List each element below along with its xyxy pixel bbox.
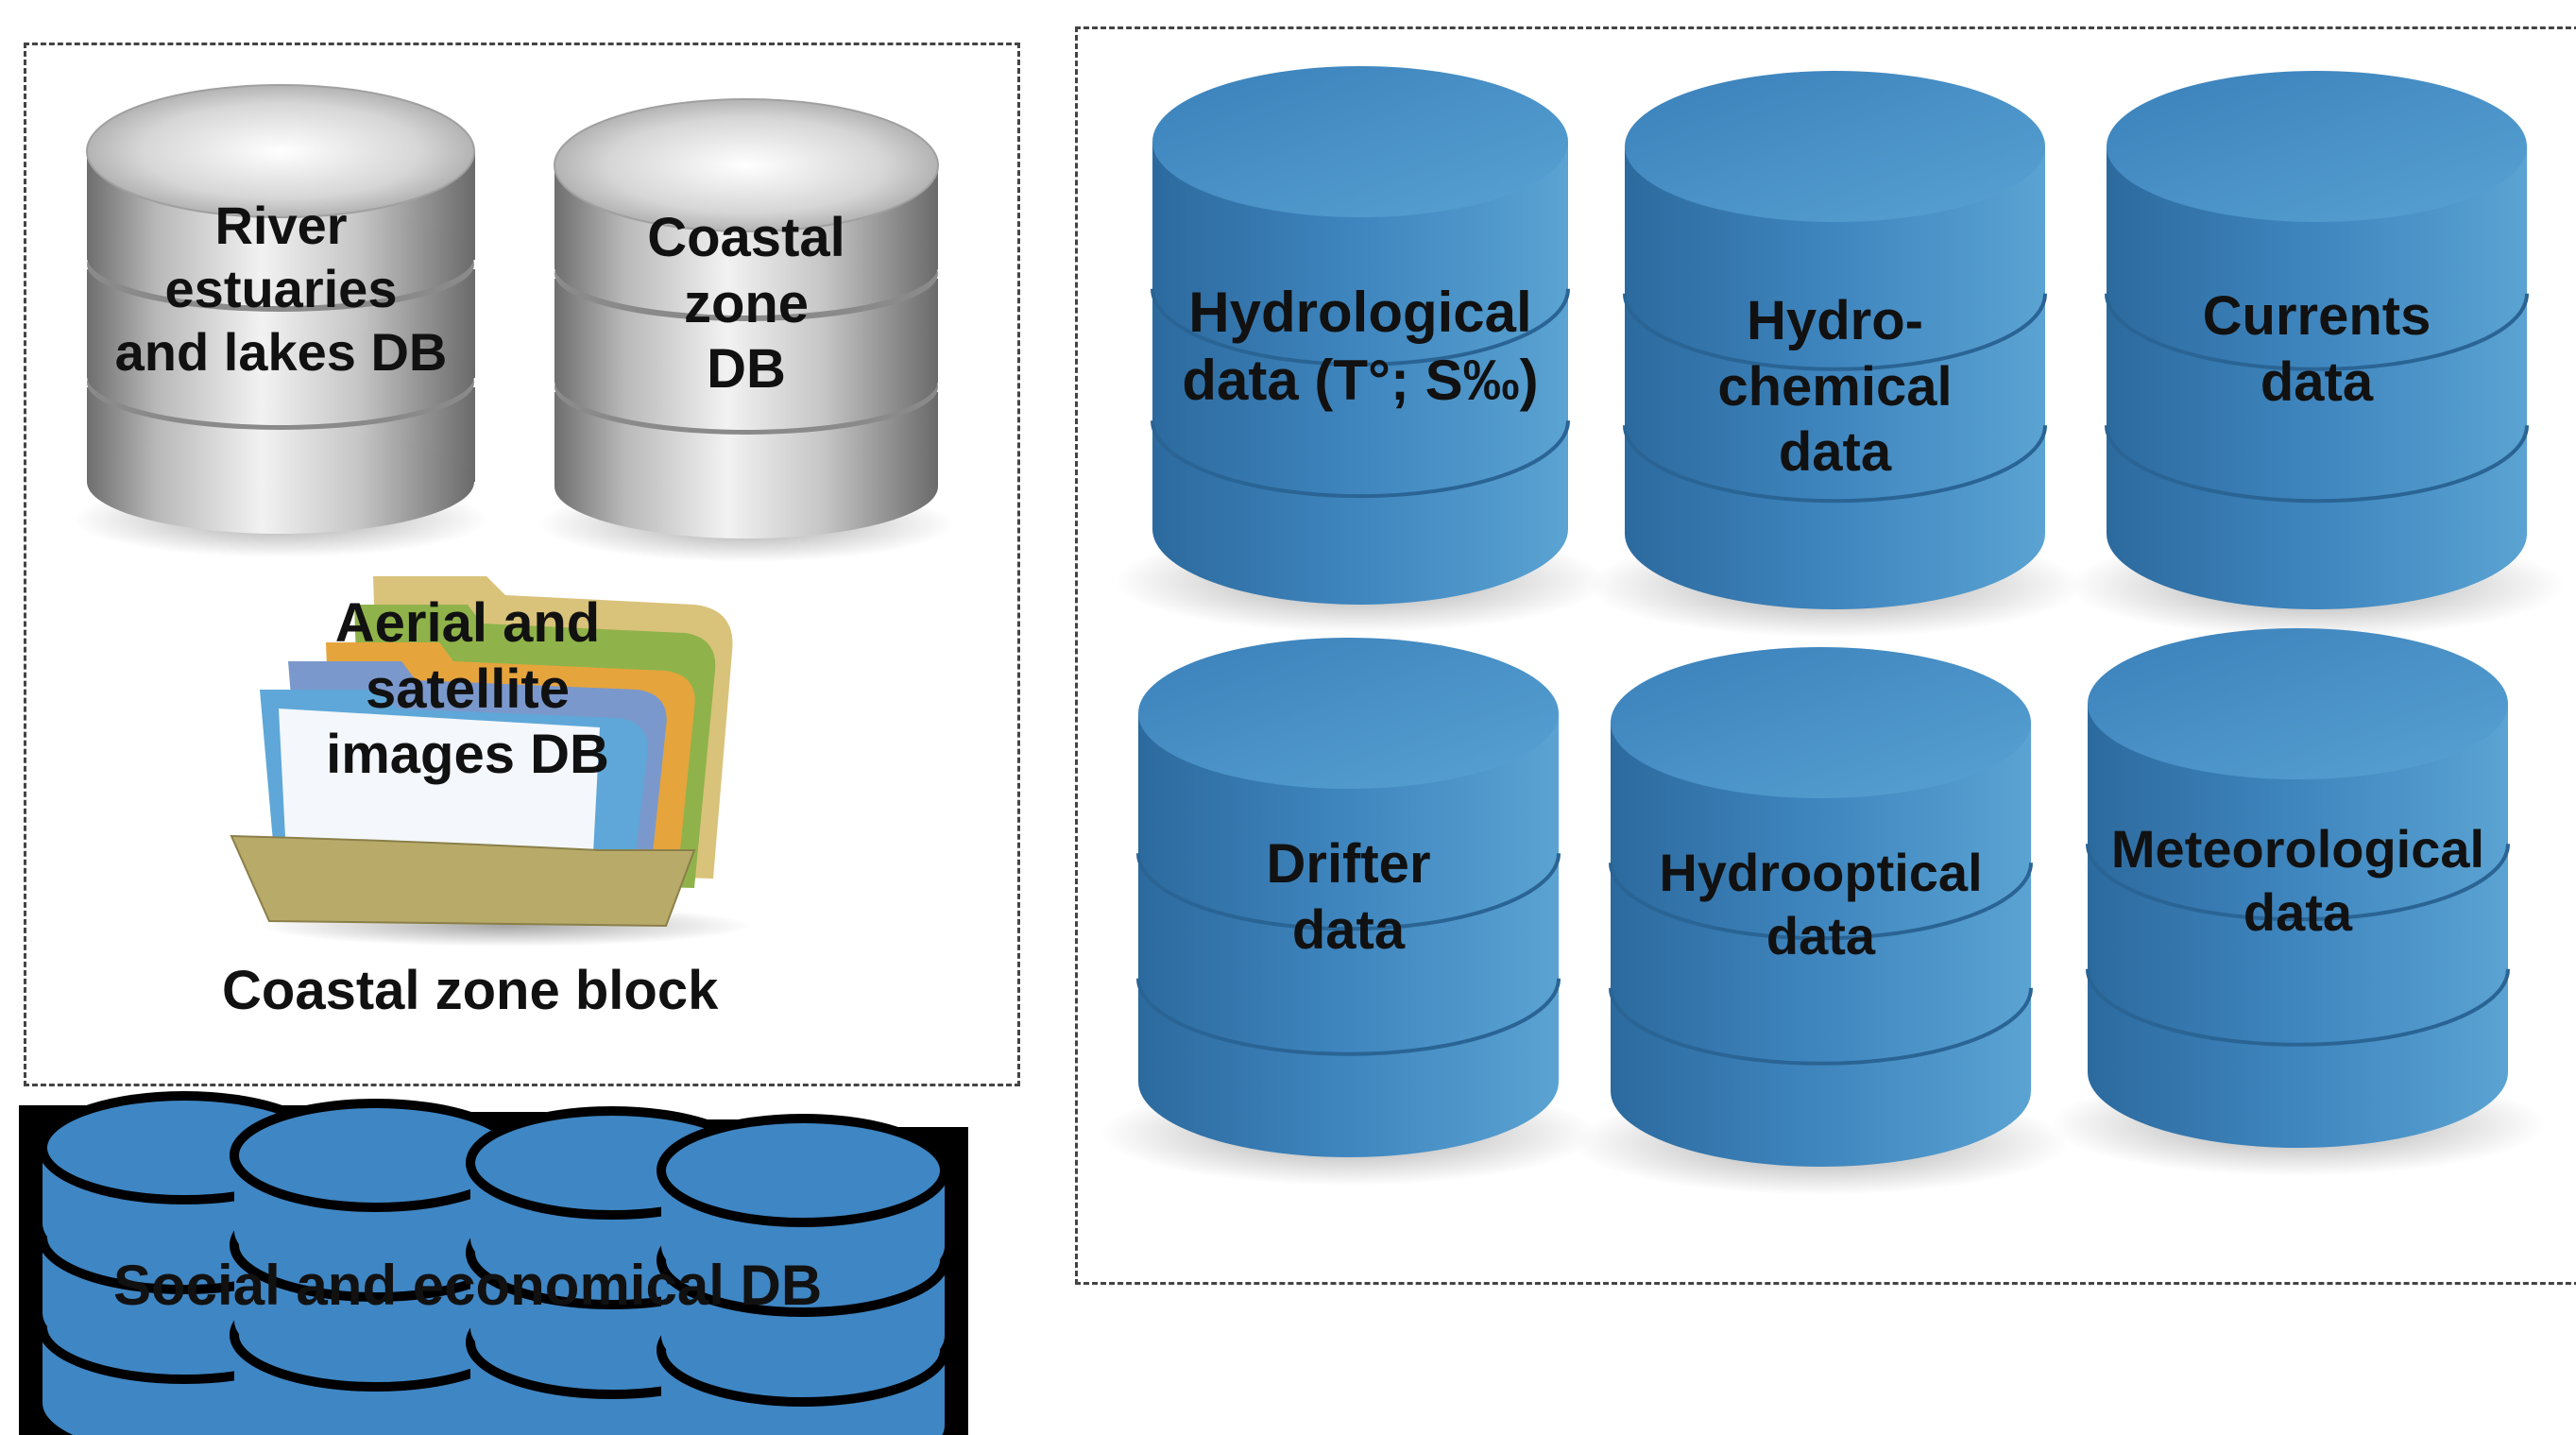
social-db-label: Social and economical DB — [113, 1254, 823, 1317]
marine-db-label: Hydrooptical data — [1659, 843, 1983, 966]
marine-db-label: Meteorological data — [2110, 819, 2485, 943]
db-label: River estuaries and lakes DB — [114, 196, 448, 383]
blue-database-icon — [1587, 71, 2083, 638]
blue-database-icon — [1573, 647, 2069, 1195]
river-estuaries-lakes-db: River estuaries and lakes DB — [73, 76, 488, 557]
blue-database-icon — [1115, 66, 1606, 633]
social-economical-db: Social and economical DB — [19, 1091, 968, 1435]
silver-database-icon — [73, 84, 488, 557]
marine-db-label: Currents data — [2202, 285, 2431, 413]
folder-stack-icon — [230, 576, 751, 947]
database-stack-icon — [19, 1091, 968, 1435]
db-label: Coastal zone DB — [647, 207, 845, 401]
blue-database-icon — [2050, 628, 2546, 1176]
aerial-satellite-images-db: Aerial and satellite images DB — [222, 567, 751, 947]
marine-db-3: Currents data — [2069, 71, 2565, 638]
coastal-zone-block — [24, 43, 1020, 1086]
coastal-zone-block-caption: Coastal zone block — [222, 960, 719, 1021]
silver-database-icon — [538, 98, 954, 562]
marine-db-5: Hydrooptical data — [1573, 647, 2069, 1195]
images-db-label: Aerial and satellite images DB — [326, 592, 609, 786]
marine-db-label: Hydrological data (T°; S‰) — [1182, 281, 1539, 412]
marine-data-block — [1075, 26, 2576, 1285]
blue-database-icon — [1100, 638, 1596, 1186]
marine-db-2: Hydro- chemical data — [1587, 71, 2083, 638]
marine-db-1: Hydrological data (T°; S‰) — [1115, 66, 1606, 633]
marine-db-label: Hydro- chemical data — [1717, 290, 1953, 484]
blue-database-icon — [2069, 71, 2565, 638]
coastal-zone-db: Coastal zone DB — [538, 90, 954, 562]
marine-db-label: Drifter data — [1266, 833, 1431, 961]
db-cylinder — [657, 1114, 949, 1435]
marine-db-4: Drifter data — [1100, 638, 1596, 1186]
marine-db-6: Meteorological data — [2050, 628, 2546, 1176]
